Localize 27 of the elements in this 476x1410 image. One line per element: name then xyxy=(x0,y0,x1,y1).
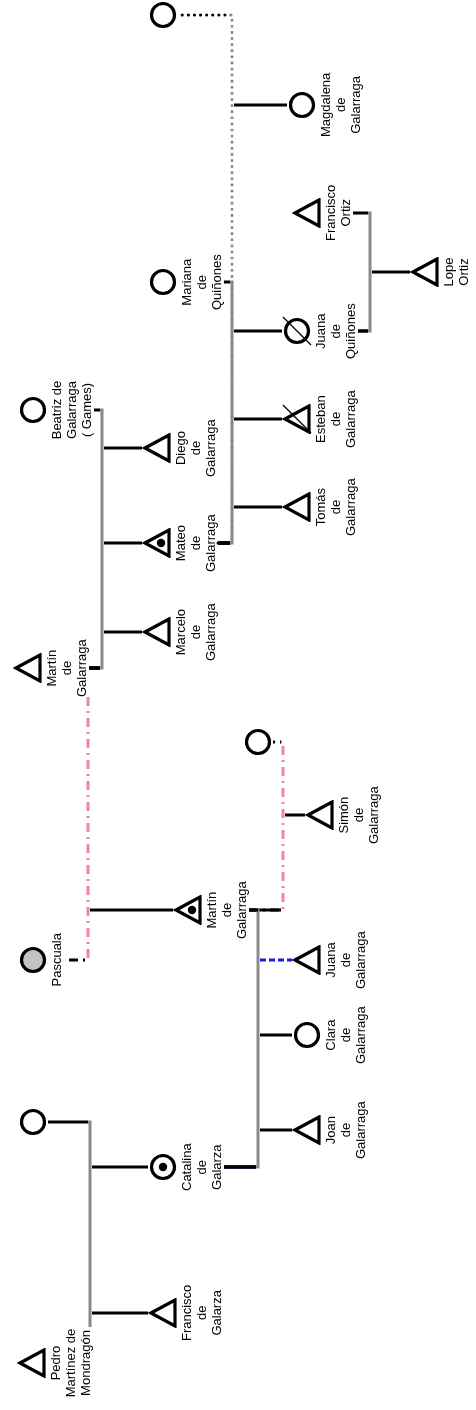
person-name: Martín de Galarraga xyxy=(44,639,89,697)
partner-line xyxy=(224,908,260,1169)
partner-line xyxy=(89,408,104,670)
person-name: Juana de Quiñones xyxy=(313,303,358,359)
partner-line xyxy=(249,740,285,912)
person-name: Clara de Galarraga xyxy=(323,1006,368,1064)
person-name: Beatriz de Galarraga ( Games) xyxy=(49,379,94,441)
person-name: Diego de Galarraga xyxy=(173,419,218,477)
person-name: Simón de Galarraga xyxy=(336,786,381,844)
person-name: Joan de Galarraga xyxy=(323,1101,368,1159)
person-name: Esteban de Galarraga xyxy=(313,390,358,448)
person-name: Lope Ortiz xyxy=(441,257,471,287)
person-name: Pedro Martínez de Mondragón xyxy=(48,1327,93,1399)
person-name: Juana de Galarraga xyxy=(323,931,368,989)
person-name: Marcelo de Galarraga xyxy=(173,603,218,661)
person-name: Tomás de Galarraga xyxy=(313,478,358,536)
partner-line xyxy=(353,211,372,333)
partner-line xyxy=(218,280,234,545)
partner-line xyxy=(48,1120,92,1327)
person-name: Mariana de Quiñones xyxy=(179,254,224,310)
person-name: Martín de Galarraga xyxy=(204,881,249,939)
person-name: Francisco Ortiz xyxy=(323,184,353,241)
person-name: Mateo de Galarraga xyxy=(173,514,218,572)
person-name: Magdalena de Galarraga xyxy=(318,72,363,137)
person-name: Catalina de Galarza xyxy=(179,1143,224,1191)
person-name: Francisco de Galarza xyxy=(179,1284,224,1341)
person-name: Pascuala xyxy=(49,933,64,987)
